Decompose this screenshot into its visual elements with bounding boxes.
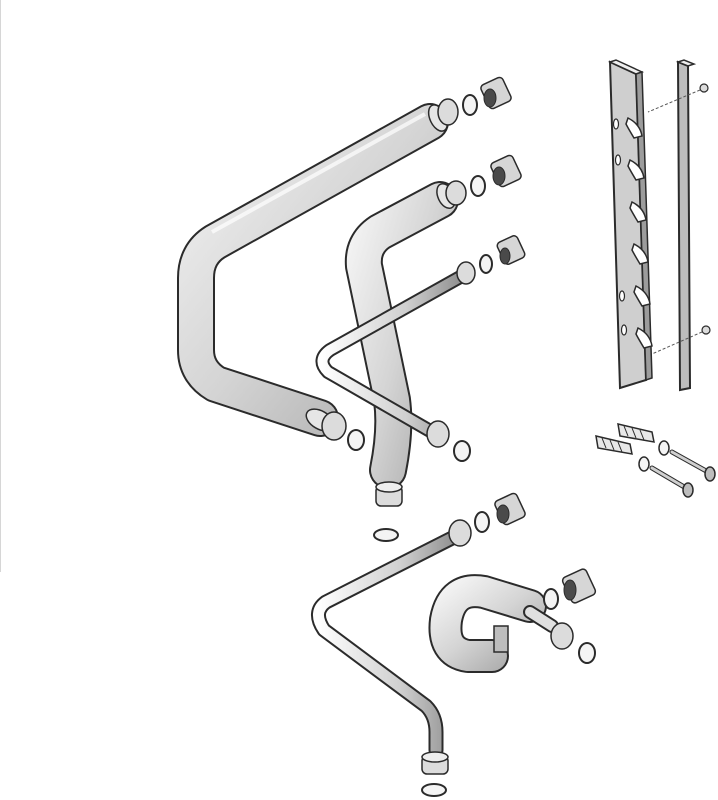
washer-icon [462,94,478,116]
trap-icon [428,574,574,673]
u-bend-pipe-icon [177,98,459,441]
rail-profile-icon [647,59,711,392]
threaded-adapter-icon [561,568,597,604]
washer-icon [474,511,490,533]
wall-plug-icon [595,435,633,455]
rail-icon [607,59,653,390]
washer-icon [638,456,650,472]
wall-plug-icon [617,423,655,443]
washer-icon [658,440,670,456]
threaded-adapter-icon [480,76,512,110]
threaded-adapter-icon [494,492,526,526]
washer-icon [453,440,471,462]
washer-icon [578,642,596,664]
thin-pipe-icon [315,261,476,448]
screw-long-icon [649,465,694,498]
washer-icon [543,588,559,610]
threaded-adapter-icon [490,154,522,188]
washer-icon [347,429,365,451]
washer-group [347,94,596,797]
adapter-group [480,76,597,604]
washer-icon [479,254,493,274]
screw-long-icon [669,449,716,482]
washer-icon [373,528,399,542]
angled-pipe-icon [344,180,467,507]
screw-icon [595,423,716,498]
washer-icon [421,783,447,797]
washer-icon [470,175,486,197]
frame-edge-line [0,0,1,572]
threaded-adapter-icon [496,235,526,265]
long-pipe-icon [311,519,472,775]
